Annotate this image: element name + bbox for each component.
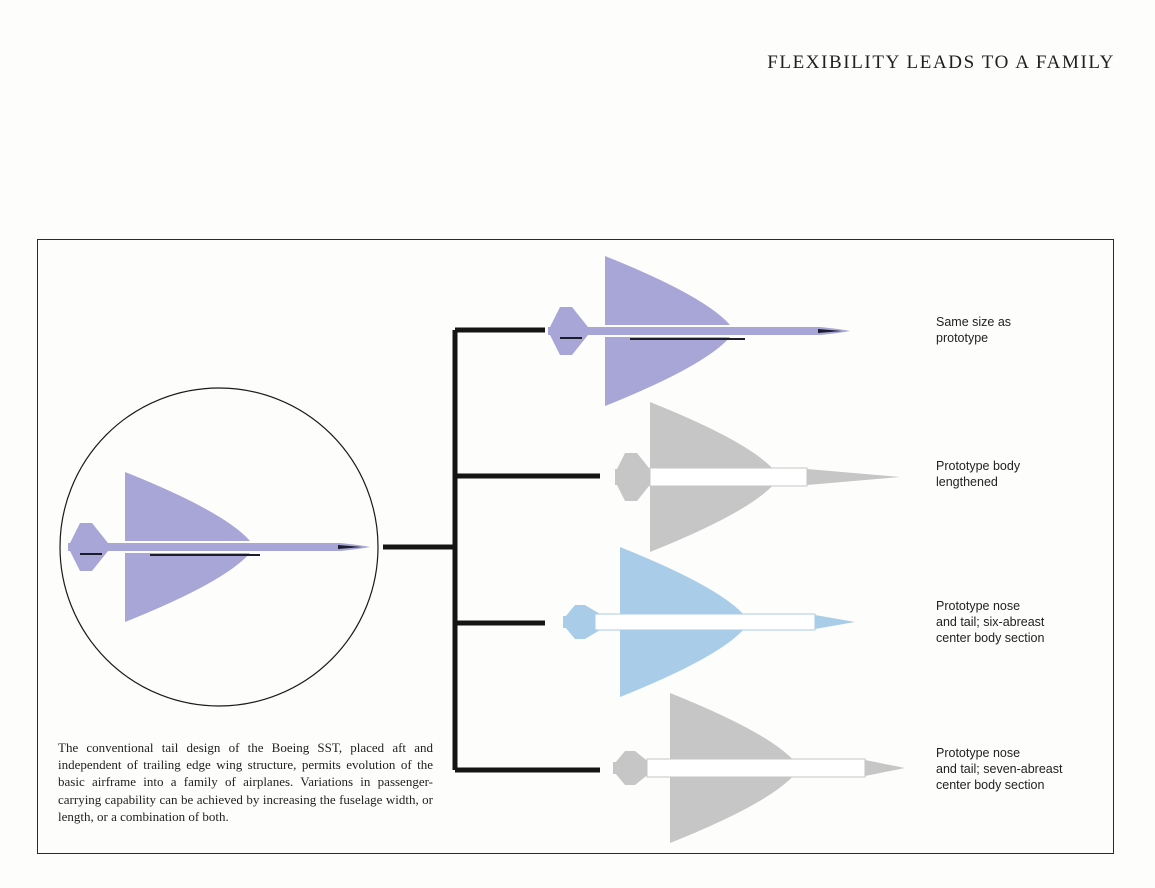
- prototype-airplane: [68, 472, 370, 622]
- variant-2-airplane: [615, 402, 900, 552]
- caption-text: The conventional tail design of the Boei…: [58, 740, 433, 824]
- variant-1-label: Same size as prototype: [936, 315, 1012, 345]
- variant-3-airplane: [563, 547, 855, 697]
- variant-4-label: Prototype nose and tail; seven-abreast c…: [936, 746, 1063, 792]
- page-title: FLEXIBILITY LEADS TO A FAMILY: [767, 52, 1115, 73]
- prototype-circle: [59, 387, 379, 707]
- variant-4-airplane: [613, 693, 905, 843]
- connector-lines: [383, 327, 600, 773]
- prototype-airplane-group: [59, 387, 379, 707]
- variant-3-label: Prototype nose and tail; six-abreast cen…: [936, 599, 1045, 645]
- diagram-frame: [37, 239, 1114, 854]
- variant-2-label: Prototype body lengthened: [936, 459, 1021, 489]
- variant-1-airplane: [548, 256, 850, 406]
